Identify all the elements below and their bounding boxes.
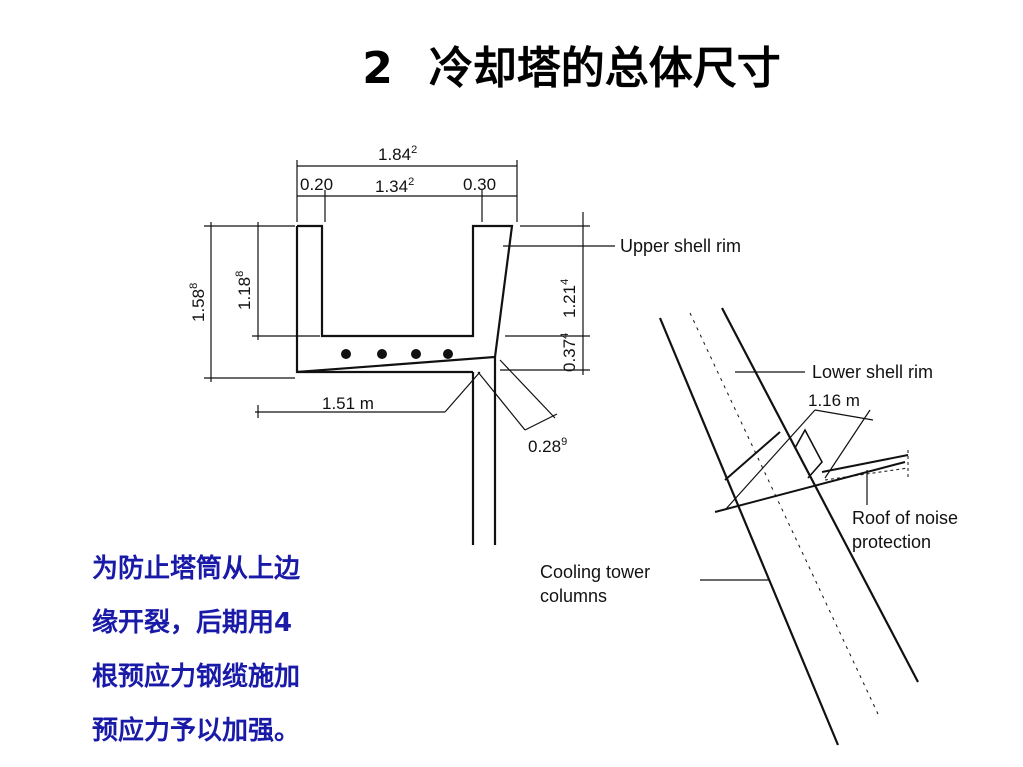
right-dimensions — [500, 212, 590, 375]
page-title: 2 冷却塔的总体尺寸 — [0, 32, 1023, 96]
label-upper-shell-rim: Upper shell rim — [620, 236, 741, 256]
caption-line: 为防止塔筒从上边 — [92, 554, 301, 584]
dim-inner-width: 1.342 — [375, 176, 414, 196]
prestress-tendons — [341, 349, 453, 359]
title-number: 2 — [362, 43, 393, 94]
caption-line: 预应力予以加强。 — [92, 716, 301, 746]
caption: 为防止塔筒从上边 缘开裂，后期用4 根预应力钢缆施加 预应力予以加强。 — [92, 542, 392, 758]
dim-left-height-inner: 1.188 — [234, 271, 254, 310]
dim-right-height-lower: 0.374 — [559, 333, 579, 372]
upper-rim-section — [295, 224, 514, 545]
top-dimensions — [296, 160, 518, 222]
dim-lower-rim: 1.16 m — [808, 391, 860, 410]
dim-left-wall: 0.20 — [300, 175, 333, 194]
label-roof-line2: protection — [852, 532, 931, 552]
bottom-dimension — [255, 359, 558, 431]
dim-top-width: 1.842 — [378, 144, 417, 164]
dim-left-height-outer: 1.588 — [188, 283, 208, 322]
label-roof-line1: Roof of noise — [852, 508, 958, 528]
caption-line: 缘开裂，后期用4 — [92, 608, 293, 638]
label-columns-line2: columns — [540, 586, 607, 606]
lower-rim-dimension — [724, 409, 874, 511]
title-text: 冷却塔的总体尺寸 — [428, 43, 781, 94]
caption-line: 根预应力钢缆施加 — [92, 662, 301, 692]
lower-shell — [658, 307, 919, 746]
dim-right-height-upper: 1.214 — [559, 279, 579, 318]
dim-shell-thickness: 0.289 — [528, 436, 567, 456]
left-dimensions — [204, 222, 320, 382]
label-columns-line1: Cooling tower — [540, 562, 650, 582]
label-lower-shell-rim: Lower shell rim — [812, 362, 933, 382]
dim-right-wall: 0.30 — [463, 175, 496, 194]
dim-bottom-width: 1.51 m — [322, 394, 374, 413]
